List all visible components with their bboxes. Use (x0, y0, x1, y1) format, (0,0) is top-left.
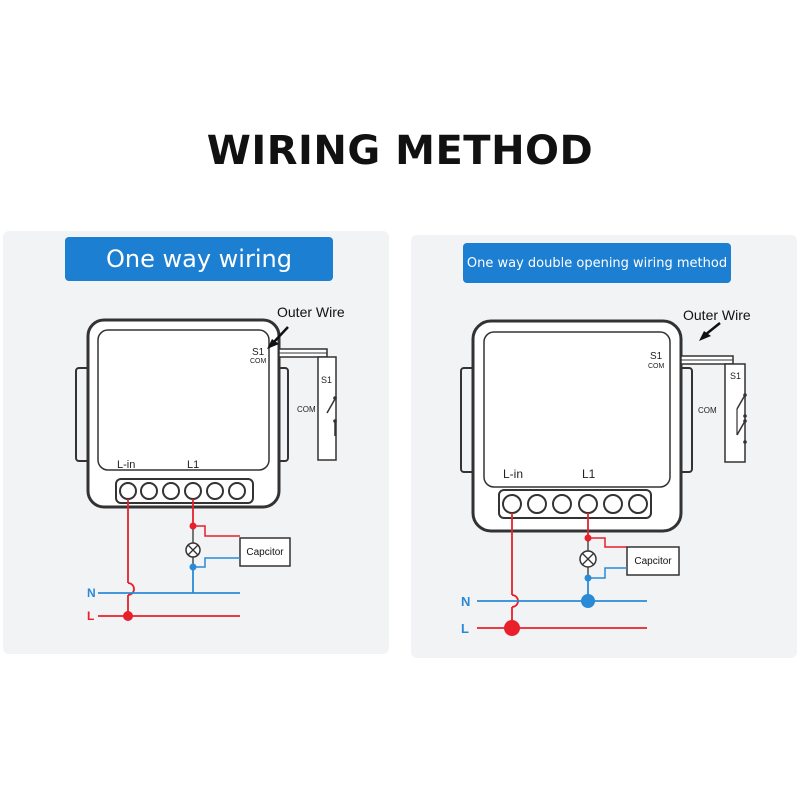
terminal-3 (552, 494, 572, 514)
capacitor-label: Capcitor (634, 556, 672, 567)
terminal-2 (527, 494, 547, 514)
wiring-diagram-double-opening: L-in L1 S1 COM Outer Wire S1 COM (460, 307, 751, 636)
panel-one-way-double-opening: One way double opening wiring method L-i… (411, 235, 797, 658)
label-l1: L1 (582, 467, 596, 481)
terminal-6 (628, 494, 648, 514)
device-label-s1: S1 (650, 351, 663, 362)
wall-switch (724, 363, 746, 463)
smart-switch-module (86, 318, 281, 509)
terminal-1 (119, 482, 137, 500)
terminal-4 (578, 494, 598, 514)
module-inner-face (483, 331, 671, 488)
terminal-2 (140, 482, 158, 500)
capacitor-box (626, 546, 680, 576)
device-label-com: COM (250, 358, 267, 365)
wall-switch (317, 356, 337, 461)
terminal-3 (162, 482, 180, 500)
line-label-n: N (87, 586, 96, 600)
capacitor-box (239, 537, 291, 567)
page-title: WIRING METHOD (206, 128, 594, 174)
switch-label-s1: S1 (730, 371, 741, 381)
live-wire-hop (127, 582, 135, 596)
switch-label-com: COM (297, 405, 316, 414)
switch-label-com: COM (698, 406, 717, 415)
terminal-6 (228, 482, 246, 500)
terminal-5 (603, 494, 623, 514)
terminal-4 (184, 482, 202, 500)
label-l1: L1 (187, 459, 199, 471)
device-label-com: COM (648, 363, 665, 370)
module-inner-face (97, 329, 270, 471)
line-label-l: L (87, 609, 94, 623)
line-label-l: L (461, 621, 469, 636)
outer-wire-arrow (699, 331, 711, 341)
outer-wire-arrow (267, 339, 279, 349)
switch-label-s1: S1 (321, 375, 332, 385)
device-label-s1: S1 (252, 347, 265, 358)
wiring-diagram-one-way: L-in L1 S1 COM Outer Wire S1 COM (75, 304, 345, 623)
switch-contact-upper (736, 394, 746, 410)
switch-contact-lower (736, 420, 746, 436)
line-label-n: N (461, 594, 470, 609)
capacitor-label: Capcitor (246, 547, 284, 558)
panel-one-way-wiring: One way wiring L-in L1 S1 COM Outer Wire… (3, 231, 389, 654)
outer-wire-label: Outer Wire (277, 304, 345, 320)
outer-wire-label: Outer Wire (683, 307, 751, 323)
label-l-in: L-in (503, 467, 523, 481)
smart-switch-module (471, 319, 683, 533)
label-l-in: L-in (117, 459, 135, 471)
terminal-1 (502, 494, 522, 514)
panel-header: One way wiring (65, 237, 333, 281)
switch-contact-lever (326, 398, 336, 414)
terminal-5 (206, 482, 224, 500)
panel-header: One way double opening wiring method (463, 243, 731, 283)
